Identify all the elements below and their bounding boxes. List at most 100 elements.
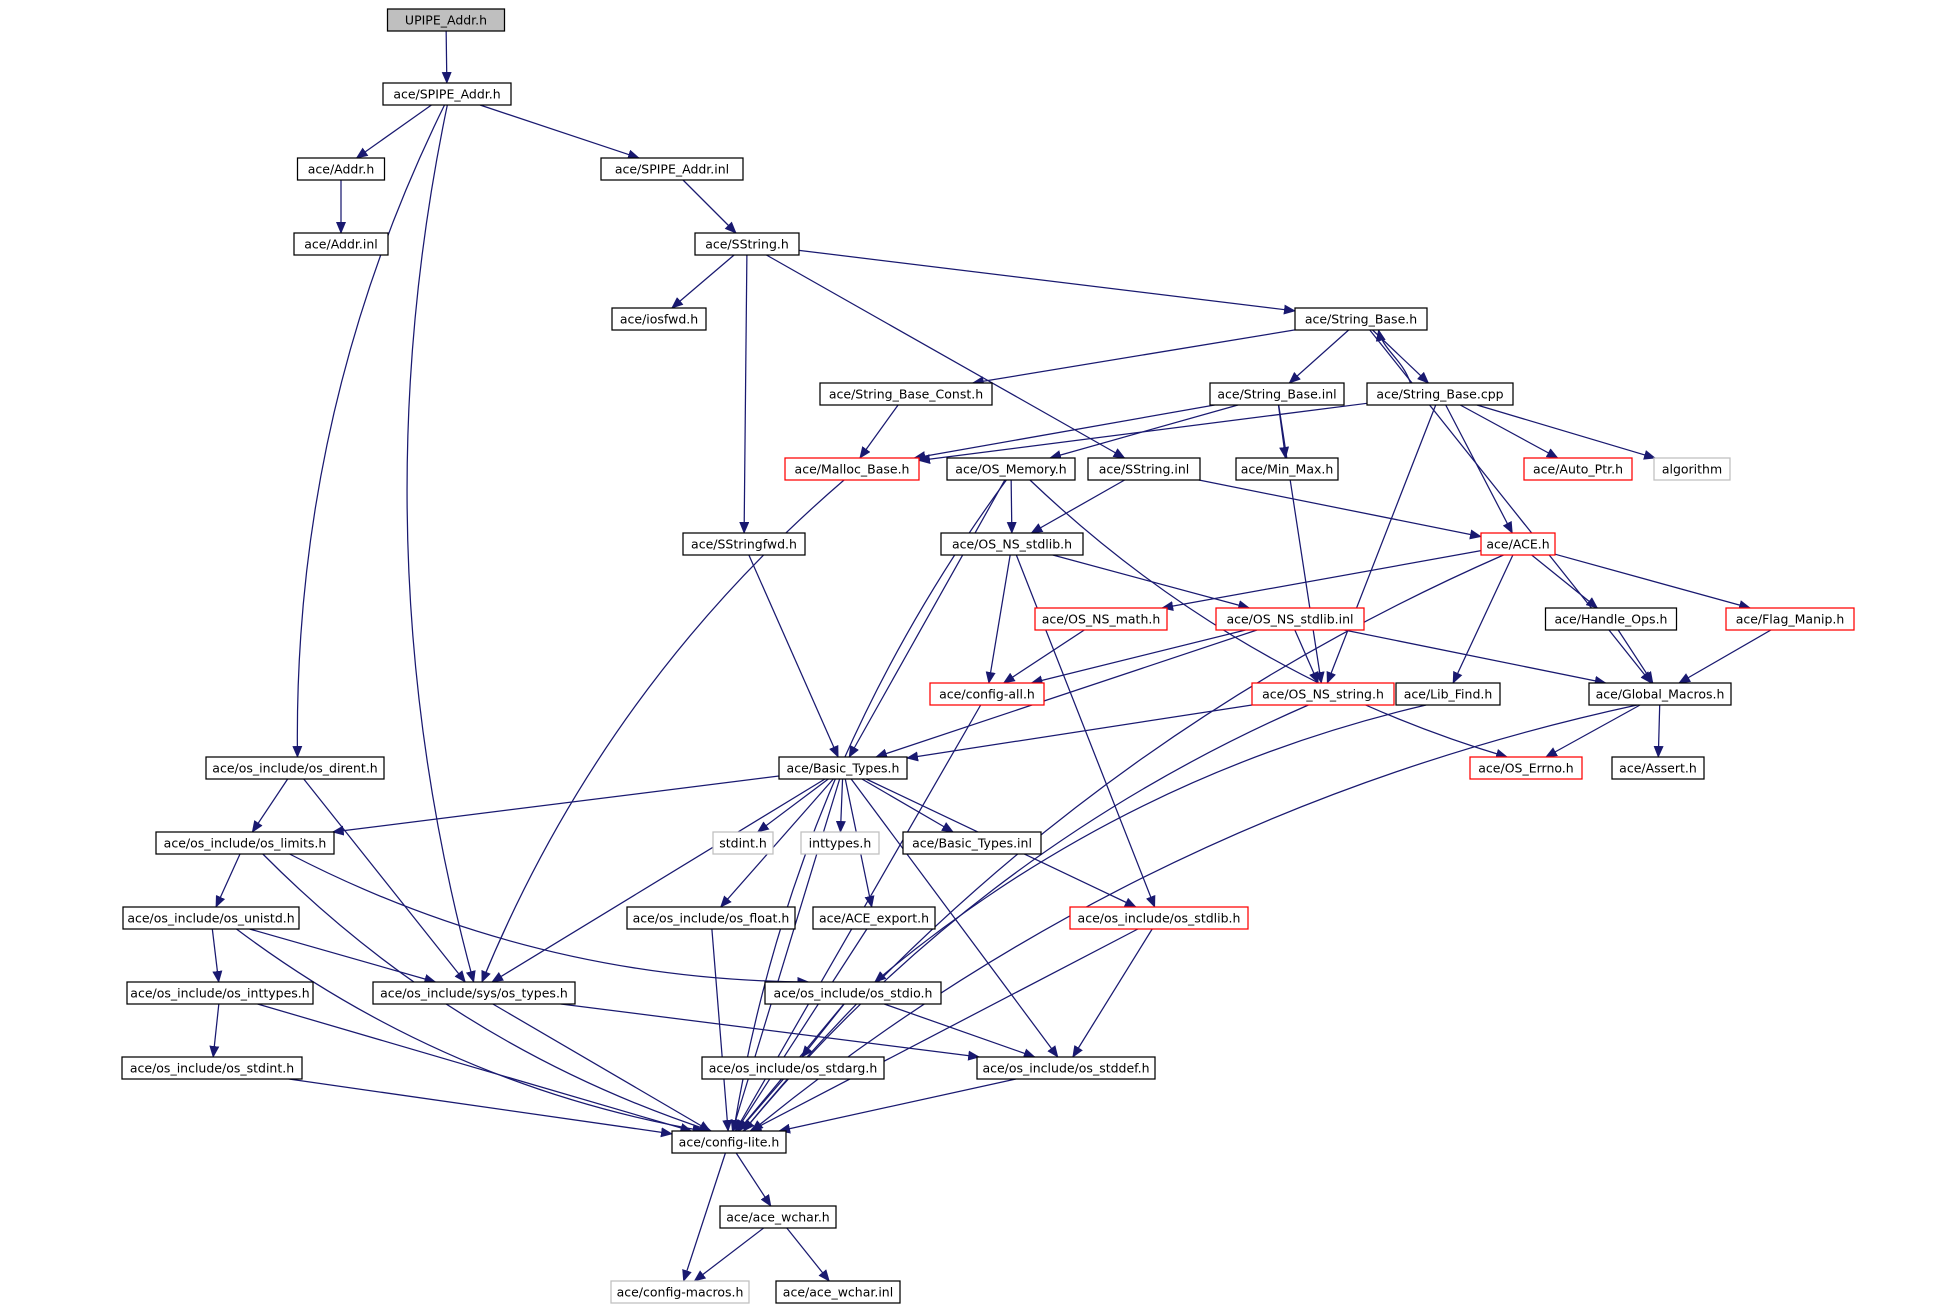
node-string-base-const-h[interactable]: ace/String_Base_Const.h <box>819 382 993 406</box>
node-label: ace/SPIPE_Addr.inl <box>615 162 729 177</box>
node-box <box>1480 532 1556 556</box>
node-spipe-addr-h[interactable]: ace/SPIPE_Addr.h <box>382 82 512 106</box>
edge-os_stdlib_h-to-os_stddef_h <box>1072 928 1153 1058</box>
node-box <box>1087 457 1201 481</box>
node-sstringfwd-h[interactable]: ace/SStringfwd.h <box>682 532 806 556</box>
edge-string_base_cpp-to-os_ns_string_h <box>1326 404 1437 684</box>
edge-sstring_inl-to-os_ns_stdlib_h <box>1030 479 1125 534</box>
node-box <box>671 1130 787 1154</box>
node-os-stdarg-h[interactable]: ace/os_include/os_stdarg.h <box>701 1056 885 1080</box>
node-box <box>764 981 942 1005</box>
edge-ace_export_h-to-config_lite_h <box>735 928 868 1132</box>
node-config-lite-h[interactable]: ace/config-lite.h <box>671 1130 787 1154</box>
edge-string_base_const_h-to-malloc_base_h <box>859 404 899 459</box>
node-box <box>293 232 389 256</box>
node-label: ace/config-lite.h <box>679 1135 780 1150</box>
node-addr-h[interactable]: ace/Addr.h <box>296 157 386 181</box>
node-box <box>1366 382 1514 406</box>
node-ace-wchar-inl[interactable]: ace/ace_wchar.inl <box>775 1280 901 1304</box>
edge-basic_types_h-to-stdint_h <box>756 778 829 833</box>
node-inttypes-h[interactable]: inttypes.h <box>800 831 880 855</box>
node-box <box>611 307 707 331</box>
edge-ace_h-to-lib_find_h <box>1452 554 1514 684</box>
node-string-base-inl[interactable]: ace/String_Base.inl <box>1209 382 1345 406</box>
edge-spipe_addr_h-to-os_types_h <box>406 104 476 983</box>
node-os-stdlib-h[interactable]: ace/os_include/os_stdlib.h <box>1069 906 1249 930</box>
node-flag-manip-h[interactable]: ace/Flag_Manip.h <box>1725 607 1855 631</box>
node-label: ace/ACE_export.h <box>819 911 929 926</box>
node-ace-export-h[interactable]: ace/ACE_export.h <box>812 906 936 930</box>
node-box <box>694 232 800 256</box>
node-global-macros-h[interactable]: ace/Global_Macros.h <box>1588 682 1732 706</box>
node-upipe-addr-h[interactable]: UPIPE_Addr.h <box>386 8 506 32</box>
node-os-unistd-h[interactable]: ace/os_include/os_unistd.h <box>122 906 300 930</box>
node-label: algorithm <box>1662 462 1722 477</box>
node-os-stdint-h[interactable]: ace/os_include/os_stdint.h <box>121 1056 303 1080</box>
node-label: ace/os_include/os_dirent.h <box>212 761 377 776</box>
edge-os_unistd_h-to-config_lite_h <box>236 928 705 1135</box>
edge-os_memory_h-to-os_ns_stdlib_h <box>1006 479 1017 534</box>
node-ace-wchar-h[interactable]: ace/ace_wchar.h <box>719 1205 837 1229</box>
node-os-ns-math-h[interactable]: ace/OS_NS_math.h <box>1034 607 1168 631</box>
node-label: ace/OS_NS_stdlib.inl <box>1226 612 1353 627</box>
node-string-base-cpp[interactable]: ace/String_Base.cpp <box>1366 382 1514 406</box>
node-os-types-h[interactable]: ace/os_include/sys/os_types.h <box>372 981 576 1005</box>
edge-os_ns_string_h-to-basic_types_h <box>906 704 1253 762</box>
node-os-stdio-h[interactable]: ace/os_include/os_stdio.h <box>764 981 942 1005</box>
node-label: ace/config-macros.h <box>617 1285 744 1300</box>
node-string-base-h[interactable]: ace/String_Base.h <box>1294 307 1428 331</box>
edge-layer <box>209 30 1772 1282</box>
node-label: ace/os_include/os_unistd.h <box>127 911 294 926</box>
node-malloc-base-h[interactable]: ace/Malloc_Base.h <box>784 457 920 481</box>
edge-sstring_h-to-iosfwd_h <box>671 254 735 309</box>
node-label: ace/Basic_Types.h <box>787 761 900 776</box>
edge-os_ns_math_h-to-config_all_h <box>1002 629 1085 684</box>
node-sstring-inl[interactable]: ace/SString.inl <box>1087 457 1201 481</box>
node-lib-find-h[interactable]: ace/Lib_Find.h <box>1395 682 1501 706</box>
node-os-memory-h[interactable]: ace/OS_Memory.h <box>946 457 1076 481</box>
node-basic-types-h[interactable]: ace/Basic_Types.h <box>778 756 908 780</box>
edge-os_stdint_h-to-config_lite_h <box>288 1078 673 1138</box>
node-label: inttypes.h <box>809 836 872 851</box>
node-box <box>784 457 920 481</box>
edge-sstring_inl-to-ace_h <box>1198 479 1482 540</box>
node-os-ns-stdlib-inl[interactable]: ace/OS_NS_stdlib.inl <box>1215 607 1365 631</box>
node-ace-h[interactable]: ace/ACE.h <box>1480 532 1556 556</box>
node-box <box>155 831 335 855</box>
node-label: ace/OS_NS_stdlib.h <box>952 537 1072 552</box>
node-os-ns-string-h[interactable]: ace/OS_NS_string.h <box>1251 682 1395 706</box>
edge-lib_find_h-to-os_stdio_h <box>874 704 1427 983</box>
node-label: ace/OS_NS_string.h <box>1262 687 1384 702</box>
edge-spipe_addr_inl-to-sstring_h <box>682 179 737 234</box>
node-os-inttypes-h[interactable]: ace/os_include/os_inttypes.h <box>126 981 314 1005</box>
node-os-stddef-h[interactable]: ace/os_include/os_stddef.h <box>976 1056 1156 1080</box>
node-spipe-addr-inl[interactable]: ace/SPIPE_Addr.inl <box>600 157 744 181</box>
node-min-max-h[interactable]: ace/Min_Max.h <box>1235 457 1339 481</box>
node-handle-ops-h[interactable]: ace/Handle_Ops.h <box>1544 607 1678 631</box>
node-box <box>1069 906 1249 930</box>
node-os-float-h[interactable]: ace/os_include/os_float.h <box>626 906 796 930</box>
node-algorithm[interactable]: algorithm <box>1653 457 1731 481</box>
node-label: ace/os_include/os_stdlib.h <box>1078 911 1241 926</box>
node-os-errno-h[interactable]: ace/OS_Errno.h <box>1469 756 1583 780</box>
node-assert-h[interactable]: ace/Assert.h <box>1611 756 1705 780</box>
node-config-macros-h[interactable]: ace/config-macros.h <box>610 1280 750 1304</box>
node-auto-ptr-h[interactable]: ace/Auto_Ptr.h <box>1523 457 1633 481</box>
node-basic-types-inl[interactable]: ace/Basic_Types.inl <box>902 831 1042 855</box>
node-box <box>1544 607 1678 631</box>
node-addr-inl[interactable]: ace/Addr.inl <box>293 232 389 256</box>
node-sstring-h[interactable]: ace/SString.h <box>694 232 800 256</box>
node-os-ns-stdlib-h[interactable]: ace/OS_NS_stdlib.h <box>940 532 1084 556</box>
node-os-dirent-h[interactable]: ace/os_include/os_dirent.h <box>205 756 385 780</box>
node-box <box>778 756 908 780</box>
node-box <box>1653 457 1731 481</box>
node-os-limits-h[interactable]: ace/os_include/os_limits.h <box>155 831 335 855</box>
node-config-all-h[interactable]: ace/config-all.h <box>929 682 1045 706</box>
node-label: ace/SString.h <box>705 237 789 252</box>
edge-os_stddef_h-to-config_lite_h <box>778 1078 1017 1134</box>
node-stdint-h[interactable]: stdint.h <box>712 831 774 855</box>
node-label: ace/Flag_Manip.h <box>1736 612 1845 627</box>
node-iosfwd-h[interactable]: ace/iosfwd.h <box>611 307 707 331</box>
edge-basic_types_h-to-basic_types_inl <box>861 778 954 833</box>
node-box <box>1294 307 1428 331</box>
